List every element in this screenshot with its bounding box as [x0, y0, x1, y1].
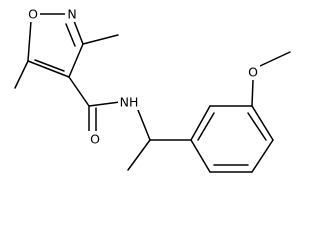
bond-ph-inner-2 [247, 112, 267, 141]
bond-ph-inner-3 [197, 112, 215, 141]
bond-ph-3 [251, 139, 274, 173]
bond-group [14, 13, 291, 173]
atom-carbonyl-oxygen: O [88, 131, 102, 147]
bond-ch-methyl [127, 139, 151, 171]
svg-text:NH: NH [120, 95, 139, 110]
bond-c4-c5 [27, 60, 70, 78]
bond-c5-c4-inner [34, 59, 65, 72]
atom-isoxazole-oxygen: O [26, 6, 40, 22]
atom-methoxy-oxygen: O [246, 64, 260, 80]
bond-c3-c4 [68, 43, 84, 78]
bond-n-ch [137, 109, 151, 141]
atom-label-group: O N O NH O [26, 6, 260, 147]
atom-isoxazole-nitrogen: N [65, 6, 79, 22]
bond-carbonyl-n [88, 101, 121, 107]
bond-c5-o1 [27, 20, 32, 62]
svg-text:N: N [67, 7, 76, 22]
bond-c4-carbonyl [68, 76, 90, 107]
bond-c5-methyl [14, 60, 29, 89]
svg-text:O: O [90, 132, 100, 147]
structure-svg: O N O NH O [14, 6, 291, 173]
bond-ph-6 [190, 105, 211, 141]
bond-n2-c3 [73, 20, 84, 45]
atom-amide-nitrogen: NH [118, 94, 140, 110]
molecule-diagram: O N O NH O [14, 6, 291, 173]
svg-text:O: O [28, 7, 38, 22]
bond-ome-methyl [259, 51, 291, 67]
bond-c3-methyl [82, 34, 119, 45]
bond-ph-1 [190, 139, 211, 173]
bond-ph-ome [251, 79, 254, 107]
bond-ph-4 [251, 105, 274, 141]
svg-text:O: O [248, 65, 258, 80]
bond-n2-c3-inner [65, 23, 76, 47]
